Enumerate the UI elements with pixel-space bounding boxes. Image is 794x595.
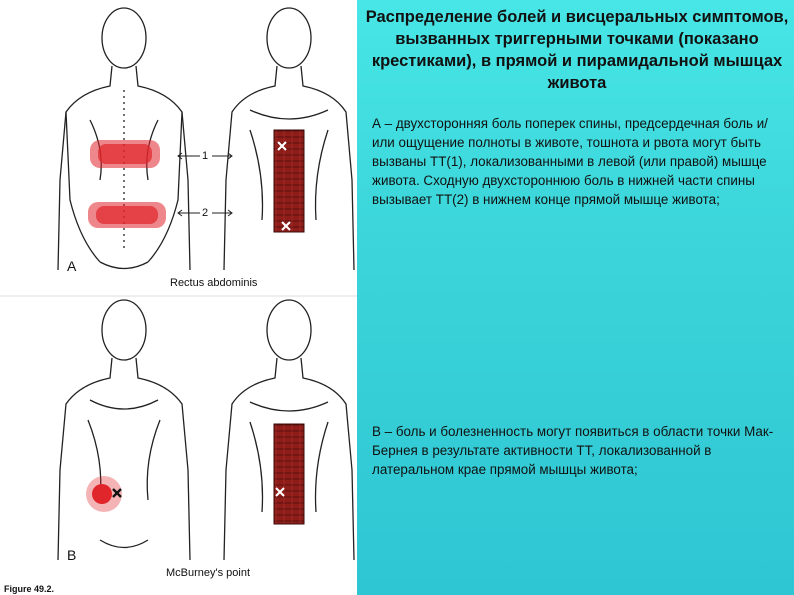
rectus-abdominis-muscle-bottom [273,423,305,525]
anatomy-figure: 1 2 A Rectus abdominis B McBurney's poin… [0,0,357,595]
figure-number: Figure 49.2. [4,584,55,594]
rectus-abdominis-muscle-top [273,129,305,233]
front-view-figure-bottom-left [57,299,191,561]
panel-label-b: B [67,547,77,563]
caption-mcburney-point: McBurney's point [166,567,251,579]
anatomy-illustration [0,7,357,561]
pain-zone-lower-back-core [96,206,158,224]
front-view-figure-bottom-right [223,299,355,561]
trigger-point-cross-2 [281,221,291,231]
caption-rectus-abdominis: Rectus abdominis [170,277,258,289]
pain-zone-mcburney [92,484,112,504]
reference-number-2: 2 [202,207,209,219]
trigger-point-cross-lateral [275,487,285,497]
front-view-figure-top [223,7,355,271]
trigger-point-cross-mcburney [112,488,122,498]
page-title: Распределение болей и висцеральных симпт… [365,8,789,92]
description-paragraph-b: В – боль и болезненность могут появиться… [372,424,774,477]
pain-zone-upper-back-core [98,144,152,164]
back-view-figure [57,7,191,271]
description-paragraph-a: А – двухсторонняя боль поперек спины, пр… [372,116,768,207]
reference-number-1: 1 [202,150,209,162]
reference-arrow-2 [177,209,233,217]
trigger-point-cross-1 [277,141,287,151]
panel-label-a: A [67,258,77,274]
